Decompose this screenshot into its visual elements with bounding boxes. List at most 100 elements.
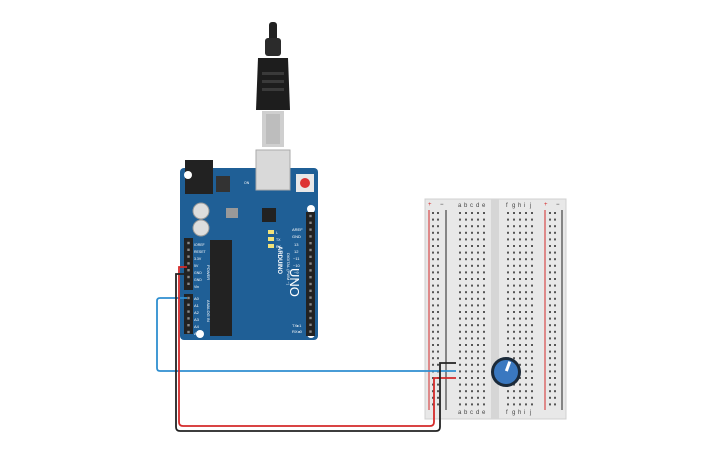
breadboard-hole[interactable] [459, 370, 461, 373]
breadboard-hole[interactable] [471, 231, 473, 234]
breadboard-hole[interactable] [471, 370, 473, 373]
breadboard-hole[interactable] [507, 245, 509, 247]
rail-hole[interactable] [549, 258, 551, 261]
rail-hole[interactable] [432, 377, 434, 379]
rail-hole[interactable] [432, 271, 434, 274]
breadboard-hole[interactable] [525, 337, 527, 340]
breadboard-hole[interactable] [507, 396, 509, 399]
breadboard-hole[interactable] [483, 383, 485, 386]
breadboard-hole[interactable] [507, 297, 509, 300]
breadboard-hole[interactable] [513, 225, 515, 228]
rail-hole[interactable] [554, 284, 556, 287]
header-pin[interactable] [309, 276, 312, 279]
breadboard-hole[interactable] [525, 271, 527, 274]
breadboard-hole[interactable] [465, 225, 467, 228]
breadboard-hole[interactable] [525, 238, 527, 241]
rail-hole[interactable] [554, 271, 556, 274]
breadboard-hole[interactable] [459, 238, 461, 241]
rail-hole[interactable] [432, 225, 434, 228]
rail-hole[interactable] [554, 357, 556, 360]
header-pin[interactable] [309, 235, 312, 238]
breadboard-hole[interactable] [471, 396, 473, 399]
breadboard-hole[interactable] [483, 357, 485, 360]
breadboard-hole[interactable] [525, 403, 527, 406]
breadboard-hole[interactable] [525, 218, 527, 221]
breadboard-hole[interactable] [465, 317, 467, 320]
breadboard-hole[interactable] [519, 330, 521, 333]
rail-hole[interactable] [432, 218, 434, 221]
header-pin[interactable] [187, 296, 190, 300]
breadboard-hole[interactable] [483, 225, 485, 228]
breadboard-hole[interactable] [513, 212, 515, 214]
breadboard-hole[interactable] [459, 311, 461, 313]
breadboard-hole[interactable] [465, 297, 467, 300]
breadboard[interactable]: + − + − a b c d e f g h i j a b c d e f … [424, 198, 567, 420]
header-pin[interactable] [309, 214, 312, 218]
rail-hole[interactable] [432, 284, 434, 287]
breadboard-hole[interactable] [507, 291, 509, 294]
breadboard-hole[interactable] [519, 304, 521, 307]
breadboard-hole[interactable] [519, 297, 521, 300]
breadboard-hole[interactable] [531, 363, 533, 366]
breadboard-hole[interactable] [525, 396, 527, 399]
rail-hole[interactable] [432, 337, 434, 340]
rail-hole[interactable] [549, 324, 551, 327]
breadboard-hole[interactable] [477, 264, 479, 267]
breadboard-hole[interactable] [531, 258, 533, 261]
breadboard-hole[interactable] [477, 278, 479, 280]
header-pin[interactable] [187, 282, 190, 285]
rail-hole[interactable] [432, 357, 434, 360]
rail-hole[interactable] [432, 278, 434, 280]
breadboard-hole[interactable] [465, 212, 467, 214]
breadboard-hole[interactable] [513, 271, 515, 274]
breadboard-hole[interactable] [519, 225, 521, 228]
header-pin[interactable] [187, 317, 190, 320]
breadboard-hole[interactable] [483, 278, 485, 280]
breadboard-hole[interactable] [477, 271, 479, 274]
breadboard-hole[interactable] [531, 350, 533, 353]
breadboard-hole[interactable] [471, 344, 473, 346]
rail-hole[interactable] [432, 291, 434, 294]
rail-hole[interactable] [437, 304, 439, 307]
rail-hole[interactable] [554, 278, 556, 280]
breadboard-hole[interactable] [471, 324, 473, 327]
breadboard-hole[interactable] [507, 238, 509, 241]
breadboard-hole[interactable] [513, 344, 515, 346]
rail-hole[interactable] [549, 251, 551, 254]
breadboard-hole[interactable] [477, 245, 479, 247]
rail-hole[interactable] [554, 245, 556, 247]
breadboard-hole[interactable] [483, 238, 485, 241]
rail-hole[interactable] [554, 344, 556, 346]
breadboard-hole[interactable] [477, 390, 479, 393]
rail-hole[interactable] [432, 251, 434, 254]
breadboard-hole[interactable] [459, 212, 461, 214]
breadboard-hole[interactable] [519, 258, 521, 261]
breadboard-hole[interactable] [471, 271, 473, 274]
breadboard-hole[interactable] [483, 330, 485, 333]
breadboard-hole[interactable] [465, 390, 467, 393]
breadboard-hole[interactable] [507, 271, 509, 274]
rail-hole[interactable] [554, 291, 556, 294]
rail-hole[interactable] [549, 278, 551, 280]
breadboard-hole[interactable] [465, 324, 467, 327]
breadboard-hole[interactable] [471, 264, 473, 267]
breadboard-hole[interactable] [519, 363, 521, 366]
rail-hole[interactable] [437, 403, 439, 406]
breadboard-hole[interactable] [477, 297, 479, 300]
breadboard-hole[interactable] [507, 264, 509, 267]
breadboard-hole[interactable] [525, 344, 527, 346]
header-pin[interactable] [309, 269, 312, 272]
breadboard-hole[interactable] [459, 403, 461, 406]
rail-hole[interactable] [549, 271, 551, 274]
breadboard-hole[interactable] [471, 225, 473, 228]
breadboard-hole[interactable] [519, 245, 521, 247]
breadboard-hole[interactable] [483, 291, 485, 294]
breadboard-hole[interactable] [531, 357, 533, 360]
breadboard-hole[interactable] [519, 251, 521, 254]
usb-cable[interactable] [256, 22, 290, 147]
rail-hole[interactable] [437, 284, 439, 287]
breadboard-hole[interactable] [471, 350, 473, 353]
breadboard-hole[interactable] [483, 350, 485, 353]
breadboard-hole[interactable] [477, 225, 479, 228]
breadboard-hole[interactable] [459, 390, 461, 393]
